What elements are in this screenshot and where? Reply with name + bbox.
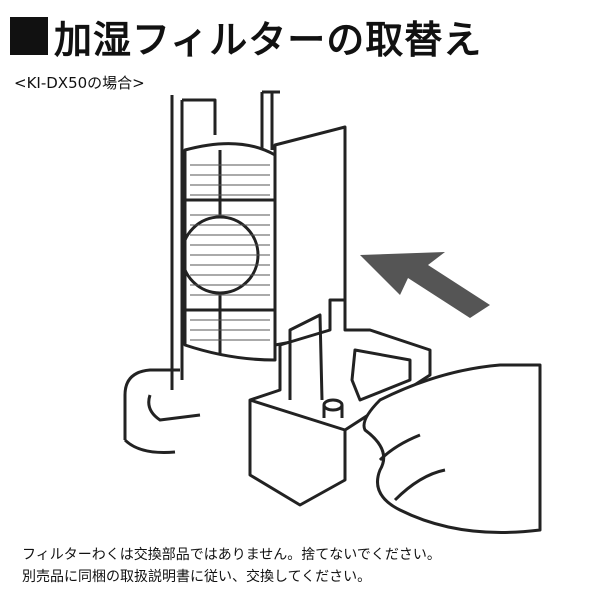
notes: フィルターわくは交換部品ではありません。捨てないでください。 別売品に同梱の取扱… bbox=[22, 544, 441, 588]
note-line: 別売品に同梱の取扱説明書に従い、交換してください。 bbox=[22, 569, 372, 585]
housing-top bbox=[182, 90, 280, 135]
base-left bbox=[123, 368, 201, 454]
page-title-text: 加湿フィルターの取替え bbox=[54, 17, 483, 62]
page-title: 加湿フィルターの取替え bbox=[10, 6, 482, 66]
model-subtitle: <KI-DX50の場合> bbox=[14, 74, 145, 92]
filter-frame bbox=[180, 142, 277, 362]
housing-frame bbox=[170, 92, 274, 390]
filter-mesh bbox=[190, 164, 270, 341]
black-square-icon bbox=[10, 17, 48, 55]
arrow-icon bbox=[360, 252, 490, 318]
hand bbox=[362, 363, 542, 534]
note-line: フィルターわくは交換部品ではありません。捨てないでください。 bbox=[22, 547, 441, 563]
